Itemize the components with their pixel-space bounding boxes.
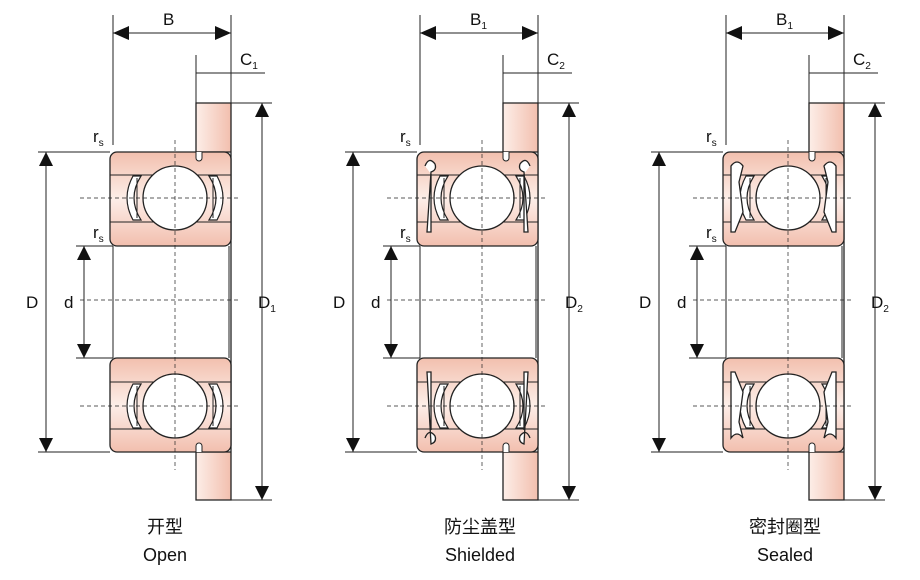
cage-icon — [433, 383, 450, 429]
arrow-icon — [255, 103, 269, 117]
flange-notch — [808, 442, 816, 452]
arrow-icon — [868, 103, 882, 117]
flange-diameter-label: D2 — [871, 293, 889, 315]
arrow-icon — [384, 344, 398, 358]
arrow-icon — [420, 26, 436, 40]
cage-icon — [126, 175, 143, 221]
arrow-icon — [868, 486, 882, 500]
radius-label: rs — [93, 223, 104, 245]
radius-label: rs — [400, 127, 411, 149]
arrow-icon — [215, 26, 231, 40]
bore-diameter-label: d — [64, 293, 73, 312]
radius-label: rs — [706, 223, 717, 245]
flange-notch — [502, 152, 510, 162]
bore-diameter-label: d — [677, 293, 686, 312]
radius-label: rs — [706, 127, 717, 149]
caption-cn-open: 开型 — [147, 517, 183, 537]
flange-notch — [195, 442, 203, 452]
arrow-icon — [39, 438, 53, 452]
outer-diameter-label: D — [333, 293, 345, 312]
cage-icon — [739, 175, 756, 221]
seal-icon — [823, 371, 837, 440]
arrow-icon — [652, 152, 666, 166]
cage-icon — [126, 383, 143, 429]
arrow-icon — [77, 246, 91, 260]
caption-cn-shielded: 防尘盖型 — [444, 517, 516, 537]
caption-en-open: Open — [142, 545, 188, 565]
width-label: B — [163, 10, 174, 29]
seal-icon — [823, 161, 837, 233]
arrow-icon — [690, 246, 704, 260]
shield-icon — [424, 159, 437, 233]
radius-label: rs — [400, 223, 411, 245]
arrow-icon — [384, 246, 398, 260]
flange-notch — [808, 152, 816, 162]
flange-notch — [502, 442, 510, 452]
arrow-icon — [652, 438, 666, 452]
flange-diameter-label: D2 — [565, 293, 583, 315]
flange-width-label: C2 — [853, 50, 871, 72]
arrow-icon — [562, 103, 576, 117]
flange-width-label: C1 — [240, 50, 258, 72]
shield-icon — [424, 371, 437, 445]
arrow-icon — [113, 26, 129, 40]
shield-icon — [518, 159, 531, 233]
arrow-icon — [562, 486, 576, 500]
arrow-icon — [346, 438, 360, 452]
seal-icon — [730, 371, 744, 440]
outer-diameter-label: D — [639, 293, 651, 312]
arrow-icon — [828, 26, 844, 40]
arrow-icon — [255, 486, 269, 500]
arrow-icon — [39, 152, 53, 166]
arrow-icon — [690, 344, 704, 358]
arrow-icon — [522, 26, 538, 40]
flange-diameter-label: D1 — [258, 293, 276, 315]
arrow-icon — [346, 152, 360, 166]
arrow-icon — [726, 26, 742, 40]
flange-width-label: C2 — [547, 50, 565, 72]
outer-diameter-label: D — [26, 293, 38, 312]
radius-label: rs — [93, 127, 104, 149]
arrow-icon — [77, 344, 91, 358]
cage-icon — [433, 175, 450, 221]
width-label: B1 — [470, 10, 487, 32]
flange-notch — [195, 152, 203, 162]
shield-icon — [518, 371, 531, 445]
caption-en-sealed: Sealed — [756, 545, 814, 565]
seal-icon — [730, 161, 744, 233]
caption-en-shielded: Shielded — [444, 545, 516, 565]
width-label: B1 — [776, 10, 793, 32]
bore-diameter-label: d — [371, 293, 380, 312]
caption-cn-sealed: 密封圈型 — [749, 517, 821, 537]
